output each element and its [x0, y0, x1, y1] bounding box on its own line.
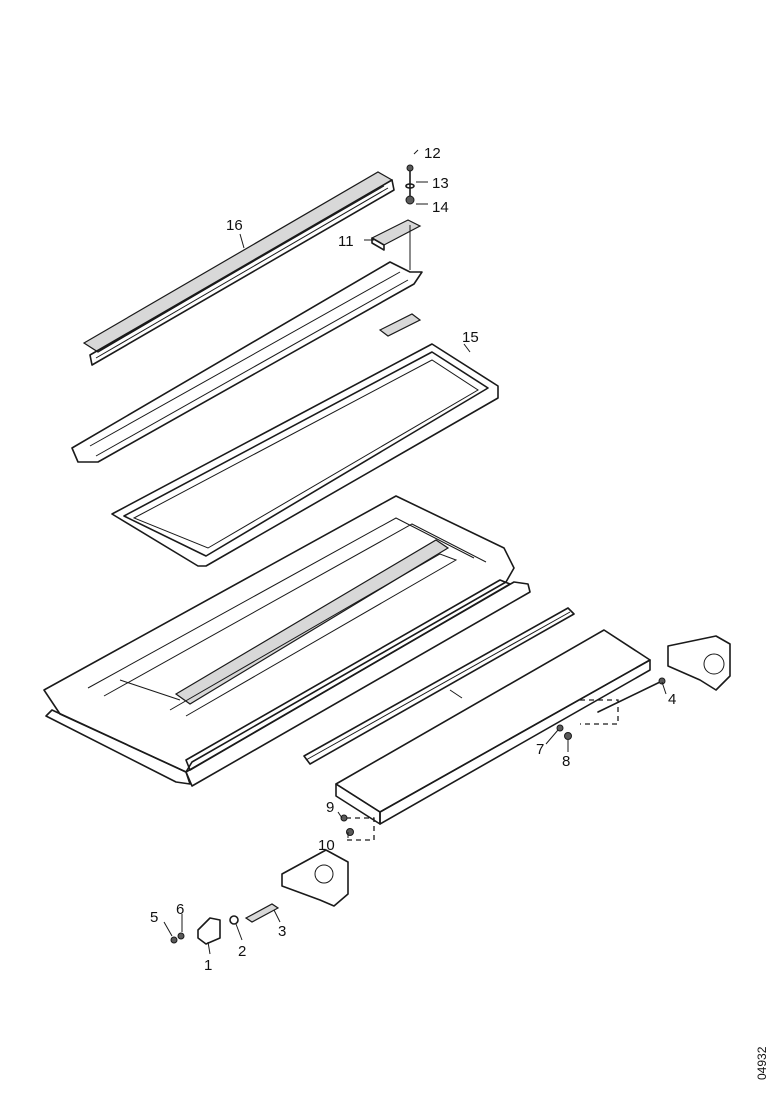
callout-15: 15: [462, 329, 479, 346]
main-panel: [43, 495, 531, 787]
callout-11: 11: [338, 233, 354, 250]
callout-6: 6: [176, 901, 184, 918]
callout-3: 3: [278, 923, 286, 940]
lower-cover: [335, 629, 651, 825]
callout-16: 16: [226, 217, 243, 234]
callout-10: 10: [318, 837, 335, 854]
part-14-nut: [405, 195, 415, 205]
part-13-washer: [405, 183, 415, 189]
lower-bar: [303, 607, 575, 765]
part-9-screw: [340, 814, 348, 822]
callout-4: 4: [668, 691, 676, 708]
callout-12: 12: [424, 145, 441, 162]
callout-2: 2: [238, 943, 246, 960]
leader-lines: [163, 149, 667, 955]
part-11-bracket: [370, 219, 422, 270]
callout-5: 5: [150, 909, 158, 926]
callout-13: 13: [432, 175, 449, 192]
part-3-shaft: [244, 903, 280, 923]
callout-14: 14: [432, 199, 449, 216]
upper-channel: [71, 261, 423, 463]
part-6-washer: [177, 932, 185, 940]
part-4-right-bracket: [580, 635, 731, 725]
left-mount-bracket: [281, 817, 375, 907]
part-7-screw: [556, 724, 564, 732]
drawing-code: 04932: [755, 1046, 769, 1080]
callout-8: 8: [562, 753, 570, 770]
part-2-washer: [229, 915, 239, 925]
part-12-screw: [406, 164, 414, 201]
callout-9: 9: [326, 799, 334, 816]
callout-7: 7: [536, 741, 544, 758]
part-8-nut: [564, 732, 572, 740]
part-5-nut: [170, 936, 178, 944]
callout-1: 1: [204, 957, 212, 974]
part-15-seal-frame: [111, 343, 499, 567]
part-16-rail: [82, 171, 395, 366]
part-1-knob: [197, 917, 221, 945]
